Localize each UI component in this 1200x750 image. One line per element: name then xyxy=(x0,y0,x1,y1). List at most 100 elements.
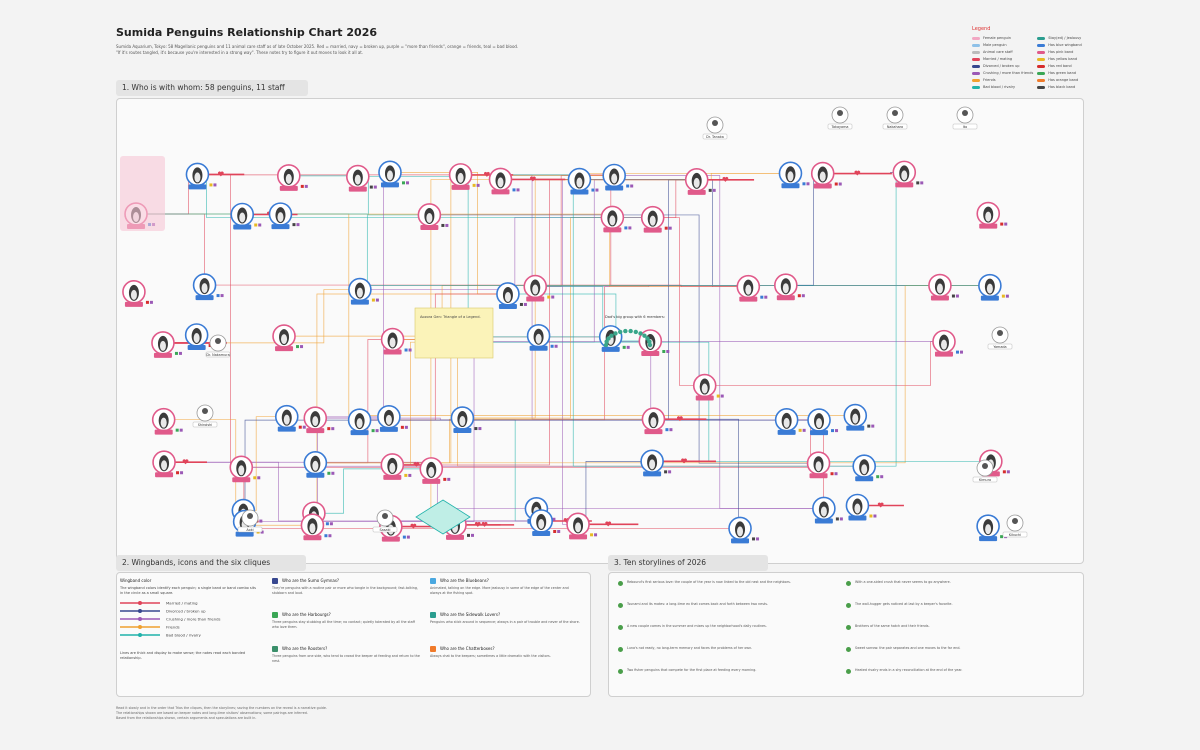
legend-item: Bad blood / rivalry xyxy=(972,85,1033,89)
clique-heading: Who are the Sidewalk Lovers? xyxy=(430,612,580,618)
wingband-marker xyxy=(300,184,304,188)
penguin-name-tag xyxy=(420,224,439,230)
heart-icon xyxy=(530,176,536,182)
wingband-marker xyxy=(630,184,634,188)
penguin-belly xyxy=(611,173,618,184)
penguin-belly xyxy=(356,287,363,298)
penguin-belly xyxy=(356,418,363,429)
legend-item: Male penguin xyxy=(972,43,1033,47)
penguin-name-tag xyxy=(930,295,949,301)
wingband-marker xyxy=(839,517,843,521)
wingband-marker xyxy=(441,223,445,227)
penguin-belly xyxy=(816,418,823,429)
wingband-marker xyxy=(876,475,880,479)
storyline-bullet xyxy=(846,581,851,586)
legend-item: Friends xyxy=(972,78,1033,82)
penguin-name-tag xyxy=(641,351,660,357)
wingband-marker xyxy=(327,471,331,475)
penguin-name-tag xyxy=(601,346,620,352)
legend-label: Divorced / broken up xyxy=(983,64,1020,68)
penguin-belly xyxy=(649,215,656,226)
clique-text: Three penguins stay stubbing all the tim… xyxy=(272,620,415,629)
penguin-name-tag xyxy=(848,515,867,521)
wingband-marker xyxy=(664,470,668,474)
key-desc: The wingband colors identify each pengui… xyxy=(120,586,256,595)
penguin-name-tag xyxy=(934,351,953,357)
storyline-item: The wall-hugger gets noticed at last by … xyxy=(846,602,1066,608)
wingband-marker xyxy=(375,298,379,302)
wingband-marker xyxy=(519,302,523,306)
cluster-dot xyxy=(647,339,652,344)
wingband-marker xyxy=(298,425,302,429)
penguin-name-tag xyxy=(306,472,325,478)
wingband-marker xyxy=(951,294,955,298)
staff-name: Nakahara xyxy=(887,125,903,129)
wingband-key: Wingband color The wingband colors ident… xyxy=(120,578,260,661)
penguin-name-tag xyxy=(532,530,551,536)
cluster-dot xyxy=(647,342,653,348)
legend-label: Married / mating xyxy=(983,57,1013,61)
relationship-link xyxy=(164,461,824,509)
clique-card: Who are the Bluebeans?Animated, talking … xyxy=(430,578,580,595)
legend-swatch xyxy=(1037,78,1046,82)
penguin-name-tag xyxy=(809,473,828,479)
storyline-item: Tsunami and its mates: a long-time ex th… xyxy=(618,602,838,608)
relationship-link xyxy=(460,174,990,286)
penguin-belly xyxy=(285,173,292,184)
legend-swatch xyxy=(1037,57,1046,61)
clique-card: Who are the Chatterboxes?Always chat to … xyxy=(430,646,580,659)
wingband-marker xyxy=(405,181,409,185)
heart-icon xyxy=(681,458,687,464)
wingband-marker xyxy=(258,223,262,227)
clique-heading: Who are the Bluebeans? xyxy=(430,578,580,584)
penguin-belly xyxy=(428,466,435,477)
cluster-dot xyxy=(633,329,639,335)
wingband-marker xyxy=(175,428,179,432)
relationship-link xyxy=(696,172,791,181)
penguin-belly xyxy=(782,283,789,294)
wingband-marker xyxy=(178,351,182,355)
wingband-marker xyxy=(802,182,806,186)
penguin-name-tag xyxy=(498,303,517,309)
wingband-marker xyxy=(756,537,760,541)
page-title: Sumida Penguins Relationship Chart 2026 xyxy=(116,26,377,39)
note-box xyxy=(414,307,494,359)
penguin-belly xyxy=(309,523,316,534)
heart-icon xyxy=(877,502,884,508)
key-marker xyxy=(138,601,142,605)
legend-item: Has orange band xyxy=(1037,78,1082,82)
penguin-name-tag xyxy=(451,184,470,190)
clique-color-swatch xyxy=(430,646,436,652)
wingband-marker xyxy=(959,350,963,354)
staff-tag xyxy=(1002,531,1028,538)
legend-swatch xyxy=(1037,43,1046,47)
penguin-belly xyxy=(239,212,246,223)
clique-color-swatch xyxy=(272,612,278,618)
clique-title: Who are the Sumo Gymnas? xyxy=(282,577,340,583)
clique-text: They're penguins with a routine pair or … xyxy=(272,586,419,595)
wingband-marker xyxy=(145,300,149,304)
section-3-header: 3. Ten storylines of 2026 xyxy=(608,555,768,571)
clique-card: Who are the Sumo Gymnas? They're penguins… xyxy=(272,578,422,595)
wingband-marker xyxy=(408,348,412,352)
heart-icon xyxy=(218,171,224,177)
penguin-belly xyxy=(901,170,908,181)
penguin-belly xyxy=(787,171,794,182)
wingband-marker xyxy=(551,295,555,299)
legend-item: Has yellow band xyxy=(1037,57,1082,61)
penguin-name-tag xyxy=(644,429,663,435)
penguin-belly xyxy=(459,416,466,427)
storyline-item: Brothers of the same hatch and their fri… xyxy=(846,624,1066,630)
penguin-belly xyxy=(385,414,392,425)
storyline-text: Two fisher penguins that compete for the… xyxy=(627,668,757,672)
wingband-marker xyxy=(174,351,178,355)
wingband-marker xyxy=(801,294,805,298)
wingband-marker xyxy=(760,295,764,299)
legend-swatch xyxy=(1037,71,1046,75)
legend-label: Has orange band xyxy=(1048,78,1079,82)
footnote-line-3: Based from the relationships shown, cert… xyxy=(116,716,257,720)
penguin-belly xyxy=(985,211,992,222)
key-marker xyxy=(138,609,142,613)
